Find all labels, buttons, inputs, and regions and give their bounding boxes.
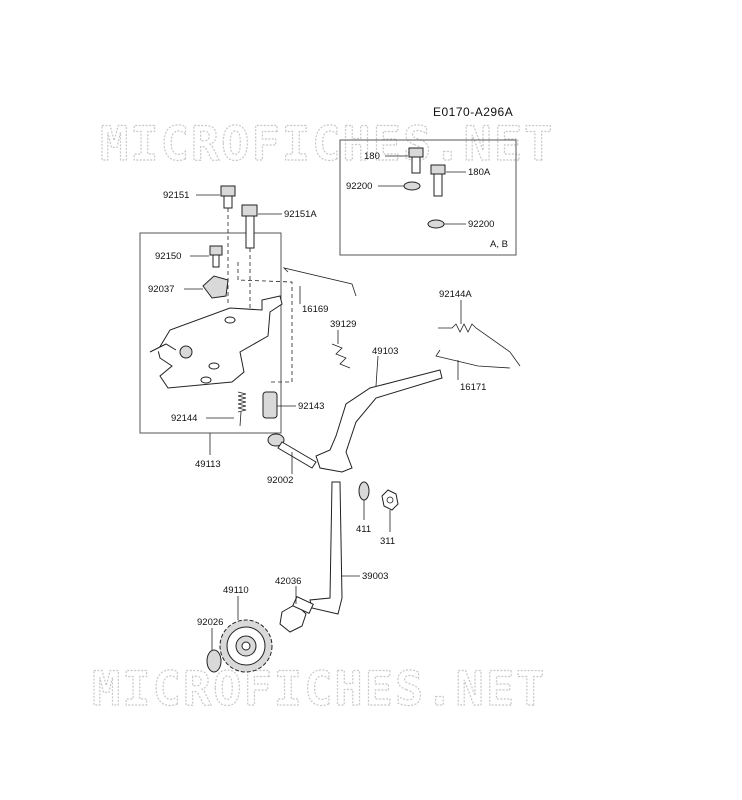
label-92144a: 92144A — [439, 289, 472, 300]
rod-16171 — [435, 349, 511, 369]
clip-92037 — [202, 275, 229, 299]
label-92037: 92037 — [148, 284, 174, 295]
bolt-92002 — [267, 433, 317, 469]
gear-49110 — [219, 619, 273, 673]
label-39003: 39003 — [362, 571, 388, 582]
bolt-92151a — [241, 204, 258, 249]
label-92026: 92026 — [197, 617, 223, 628]
bracket-box — [139, 232, 282, 434]
bolt-180 — [408, 147, 424, 174]
spring-92144 — [237, 391, 247, 413]
spring-92144a — [438, 323, 521, 367]
bolt-92151 — [220, 185, 236, 209]
shaft-42036 — [279, 596, 314, 633]
label-16171: 16171 — [460, 382, 486, 393]
kit-note: A, B — [490, 239, 508, 250]
washer-92026 — [206, 649, 222, 673]
label-49110: 49110 — [223, 585, 249, 596]
bracket-plate — [149, 295, 283, 389]
washer-92200b — [427, 219, 445, 229]
label-180: 180 — [364, 151, 380, 162]
label-39129: 39129 — [330, 319, 356, 330]
label-180a: 180A — [468, 167, 491, 178]
label-92150: 92150 — [155, 251, 181, 262]
label-92151: 92151 — [163, 190, 189, 201]
nut-311 — [381, 489, 399, 511]
diagram-code: E0170-A296A — [433, 105, 513, 119]
label-311: 311 — [380, 536, 395, 547]
label-92151a: 92151A — [284, 209, 317, 220]
label-42036: 42036 — [275, 576, 301, 587]
spring-39129 — [331, 343, 351, 369]
label-49113: 49113 — [195, 459, 221, 470]
label-92144: 92144 — [171, 413, 197, 424]
rod-16169 — [282, 267, 357, 297]
kit-box — [339, 139, 517, 256]
label-49103: 49103 — [372, 346, 398, 357]
washer-92200a — [403, 181, 421, 191]
shaft-39003 — [309, 481, 343, 615]
watermark-bottom: MICROFICHES.NET — [92, 662, 546, 717]
label-92002: 92002 — [267, 475, 293, 486]
collar-92143 — [262, 391, 278, 419]
label-411: 411 — [356, 524, 371, 535]
bolt-92150 — [209, 245, 223, 268]
label-92143: 92143 — [298, 401, 324, 412]
washer-411 — [358, 481, 370, 501]
watermark-top: MICROFICHES.NET — [100, 117, 554, 172]
label-16169: 16169 — [302, 304, 328, 315]
bolt-180a — [430, 164, 446, 197]
label-92200a: 92200 — [346, 181, 372, 192]
lever-49103 — [315, 369, 443, 473]
label-92200b: 92200 — [468, 219, 494, 230]
